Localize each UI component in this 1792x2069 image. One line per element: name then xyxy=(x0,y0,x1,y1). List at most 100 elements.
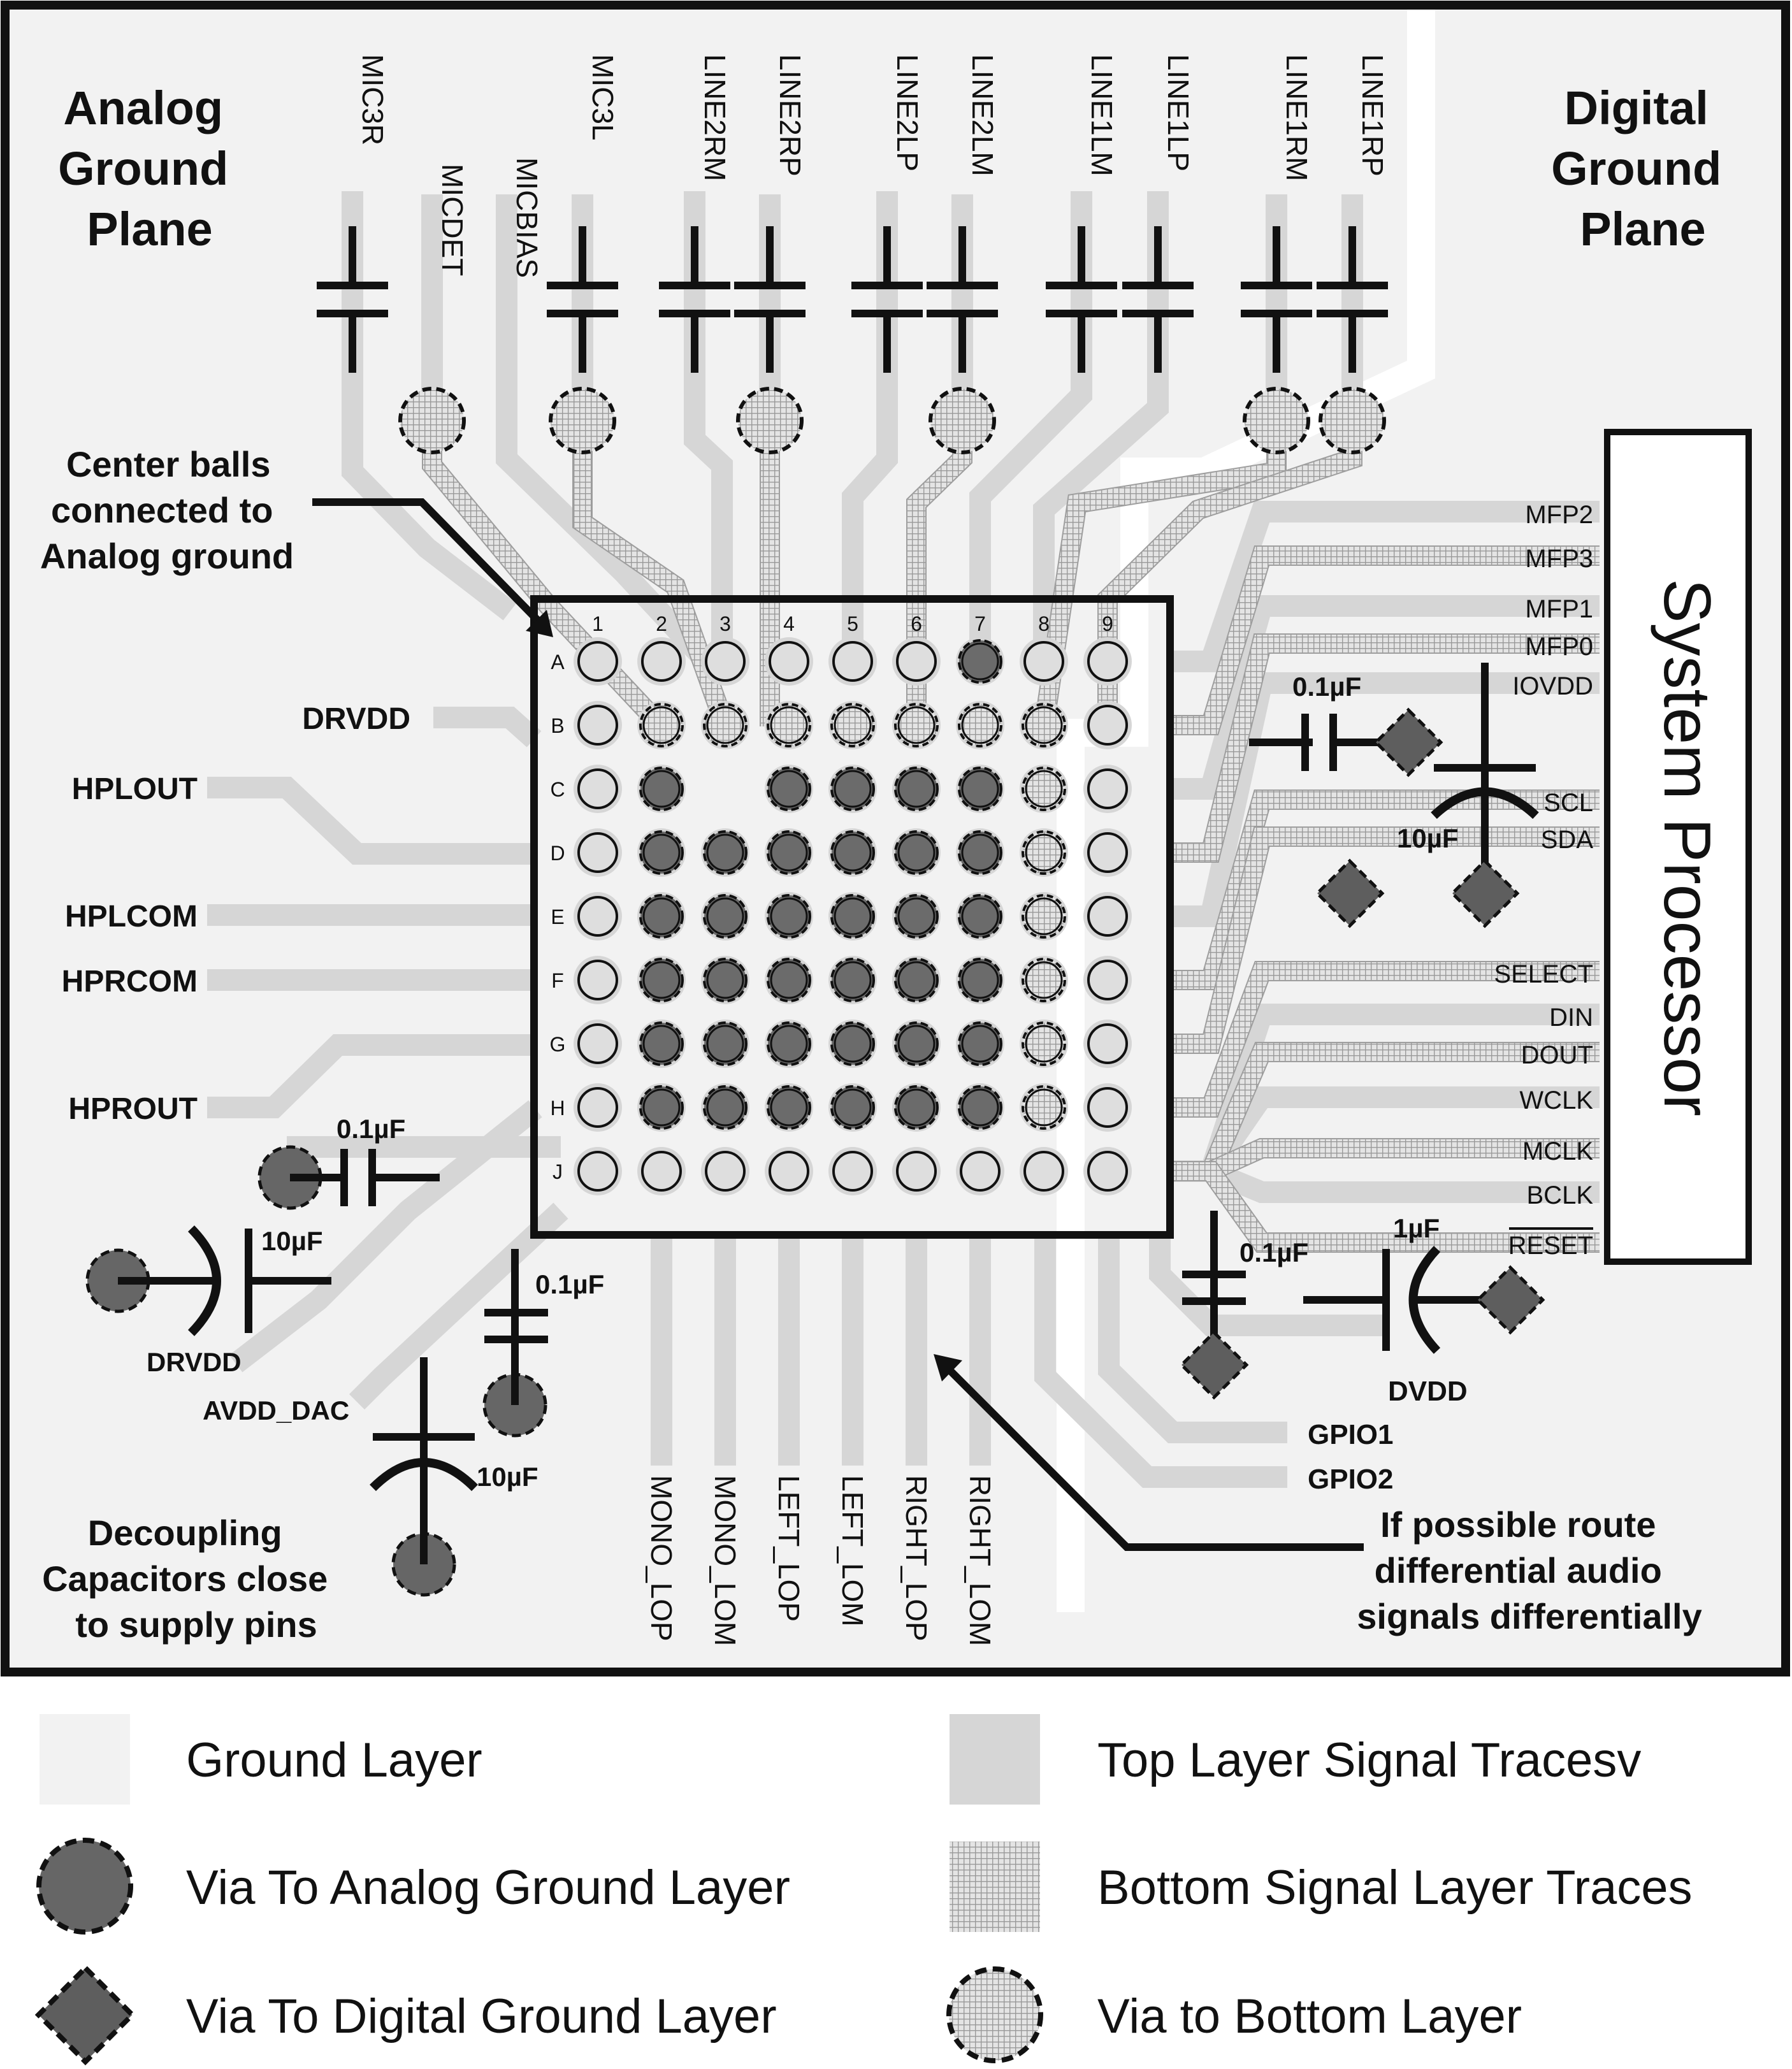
legend-label-top-traces: Top Layer Signal Tracesv xyxy=(1097,1733,1641,1787)
bga-col-label-4: 4 xyxy=(783,612,795,635)
right-trace-mfp2 xyxy=(1173,501,1600,672)
bga-ball-d1 xyxy=(577,832,618,873)
bga-ball-j5 xyxy=(832,1151,873,1192)
legend-label-ground-layer: Ground Layer xyxy=(186,1733,482,1787)
drvdd-supply-trace xyxy=(229,1100,542,1373)
bottom-pin-label-right_lop: RIGHT_LOP xyxy=(900,1475,933,1641)
differential-note: If possible route differential audio sig… xyxy=(1357,1504,1702,1636)
bga-ball-b3 xyxy=(703,703,748,747)
lower-right-trace-gpio2 xyxy=(1034,1236,1287,1488)
legend-swatch-top-traces xyxy=(950,1714,1040,1805)
legend-label-via-analog: Via To Analog Ground Layer xyxy=(186,1861,790,1915)
via-digital-ground-icon xyxy=(1450,858,1520,928)
bga-ball-c4-ring xyxy=(770,770,808,808)
bga-ball-f6-ring xyxy=(897,961,936,999)
bga-ball-h7-ring xyxy=(961,1088,999,1127)
avdd-dac-supply-trace xyxy=(349,1202,568,1410)
bga-ball-g2 xyxy=(639,1021,684,1066)
legend-label-via-bottom: Via to Bottom Layer xyxy=(1097,1989,1522,2044)
center-balls-note: Center balls connected to Analog ground xyxy=(40,444,294,576)
left-trace-hplout xyxy=(207,777,535,865)
capacitors-and-vias: 0.1µF10µFDRVDD0.1µF10µFAVDD_DAC0.1µF10µF… xyxy=(85,226,1545,1597)
left-pin-label-hplcom: HPLCOM xyxy=(65,900,198,934)
decap-dvdd-1uf-label: 1µF xyxy=(1393,1213,1440,1243)
bga-ball-f1 xyxy=(577,960,618,1000)
decap-avdd-10uf-label: 10µF xyxy=(477,1462,538,1492)
bga-ball-h2-ring xyxy=(642,1088,681,1127)
bga-ball-f8-ring xyxy=(1025,961,1063,999)
bga-col-label-1: 1 xyxy=(592,612,603,635)
decap-avdd-0-1uf-label: 0.1µF xyxy=(535,1269,604,1299)
bga-row-label-a: A xyxy=(551,651,565,674)
top-pin-label-mic3l: MIC3L xyxy=(586,54,619,140)
bga-ball-h1 xyxy=(577,1087,618,1128)
top-trace-line1lp xyxy=(1033,191,1169,663)
legend-via-bottom-icon xyxy=(946,1966,1043,2063)
bga-ball-b2-ring xyxy=(642,706,681,744)
bga-ball-c4 xyxy=(767,767,811,811)
bottom-pin-label-mono_lom: MONO_LOM xyxy=(709,1475,742,1646)
bga-ball-a1 xyxy=(577,641,618,682)
bga-ball-h4 xyxy=(767,1085,811,1130)
right-pin-label-sda: SDA xyxy=(1541,826,1594,854)
bga-ball-a7 xyxy=(958,639,1002,684)
via-bottom-icon xyxy=(398,387,466,454)
system-processor-box xyxy=(1604,429,1752,1265)
bga-ball-g1 xyxy=(577,1023,618,1064)
bga-ball-b1 xyxy=(577,705,618,746)
bottom-pin-label-left_lop: LEFT_LOP xyxy=(772,1475,806,1622)
bga-ball-j6 xyxy=(896,1151,937,1192)
bga-ball-b5 xyxy=(830,703,875,747)
bga-ball-c7-ring xyxy=(961,770,999,808)
bga-row-label-e: E xyxy=(551,905,564,928)
coupling-capacitor-line1rm xyxy=(1241,226,1312,373)
via-bottom-icon xyxy=(1319,387,1386,454)
left-pin-label-hprcom: HPRCOM xyxy=(62,965,198,998)
bga-ball-e7-ring xyxy=(961,897,999,935)
bga-ball-g4 xyxy=(767,1021,811,1066)
bga-ball-e5-ring xyxy=(834,897,872,935)
bga-ball-e3-ring xyxy=(706,897,744,935)
bga-ball-h8-ring xyxy=(1025,1088,1063,1127)
bga-ball-e2 xyxy=(639,894,684,939)
bga-ball-d5-ring xyxy=(834,833,872,872)
bga-row-label-d: D xyxy=(550,842,565,865)
bga-ball-f6 xyxy=(894,958,939,1002)
bga-ball-d8-ring xyxy=(1025,833,1063,872)
bga-ball-c9 xyxy=(1087,768,1128,809)
left-trace-drvdd xyxy=(433,707,542,747)
top-pin-label-mic3r: MIC3R xyxy=(356,54,389,145)
bga-ball-a5 xyxy=(832,641,873,682)
bga-ball-h6-ring xyxy=(897,1088,936,1127)
bga-row-label-f: F xyxy=(551,969,564,992)
right-trace-sda xyxy=(1173,828,1600,1053)
bga-ball-g7 xyxy=(958,1021,1002,1066)
legend: Ground Layer Top Layer Signal Tracesv Vi… xyxy=(34,1714,1693,2066)
bga-ball-f4 xyxy=(767,958,811,1002)
bga-ball-d3-ring xyxy=(706,833,744,872)
bga-ball-h2 xyxy=(639,1085,684,1130)
bga-ball-d7-ring xyxy=(961,833,999,872)
bga-ball-g9 xyxy=(1087,1023,1128,1064)
via-digital-ground-icon xyxy=(1373,707,1443,777)
lower-right-trace-gpio1 xyxy=(1098,1236,1287,1443)
coupling-capacitor-line2lp xyxy=(851,226,923,373)
bga-ball-d4 xyxy=(767,830,811,875)
top-pin-label-line1lm: LINE1LM xyxy=(1085,54,1118,177)
left-pin-label-drvdd: DRVDD xyxy=(302,702,410,736)
bottom-pin-label-mono_lop: MONO_LOP xyxy=(645,1475,678,1641)
bga-ball-j4 xyxy=(769,1151,809,1192)
bga-ball-g5 xyxy=(830,1021,875,1066)
digital-plane-title: Digital Ground Plane xyxy=(1551,82,1735,256)
lower-right-label-gpio1: GPIO1 xyxy=(1308,1419,1394,1450)
right-trace-iovdd xyxy=(1173,672,1600,927)
bga-ball-c8-ring xyxy=(1025,770,1063,808)
bga-ball-c5-ring xyxy=(834,770,872,808)
bga-ball-h5-ring xyxy=(834,1088,872,1127)
bga-ball-j2 xyxy=(641,1151,682,1192)
bga-ball-h3 xyxy=(703,1085,748,1130)
bga-ball-c6-ring xyxy=(897,770,936,808)
right-trace-reset xyxy=(1173,1162,1600,1251)
legend-label-bottom-traces: Bottom Signal Layer Traces xyxy=(1097,1861,1693,1915)
bga-row-label-h: H xyxy=(550,1097,565,1120)
